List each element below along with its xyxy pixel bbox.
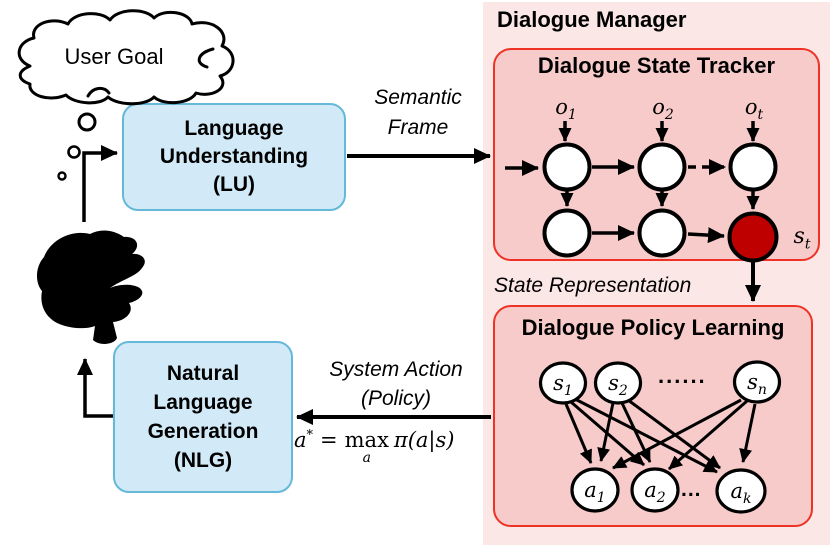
observation-o2-label: o2 (652, 95, 674, 124)
sn-node-label: sn (747, 370, 767, 399)
semantic-frame-line2: Frame (387, 116, 449, 139)
system-action-line2: (Policy) (360, 387, 431, 410)
system-action-line1: System Action (329, 358, 463, 381)
dialogue-state-tracker-title: Dialogue State Tracker (537, 53, 776, 78)
s1-node-label: s1 (553, 371, 573, 400)
lu-line: Language (184, 117, 284, 140)
policy-arrows (564, 397, 757, 474)
a2-node-label: a2 (644, 478, 666, 507)
action-node (715, 468, 767, 514)
state-node (538, 361, 588, 405)
nlg-line: Generation (147, 420, 259, 443)
tracker-node (637, 142, 687, 192)
formula-eq: = (320, 428, 338, 452)
user-goal-label: User Goal (64, 44, 164, 69)
state-representation-label: State Representation (494, 274, 692, 297)
natural-language-generation-box: Natural Language Generation (NLG) (113, 341, 293, 493)
state-node (593, 361, 643, 405)
formula-under: a (362, 450, 371, 466)
tracker-node (542, 208, 592, 258)
formula-op: max (344, 428, 389, 452)
action-node (630, 467, 680, 513)
dialogue-manager-title: Dialogue Manager (497, 7, 687, 32)
formula-sup: * (306, 428, 314, 443)
ak-node-label: ak (730, 479, 752, 508)
nlg-to-user-arrow (77, 358, 113, 418)
language-understanding-box: Language Understanding (LU) (122, 103, 346, 211)
system-action-label: System Action (Policy) (303, 355, 489, 413)
semantic-frame-label: Semantic Frame (348, 83, 488, 143)
nlg-line: Language (153, 391, 253, 414)
s2-node-label: s2 (608, 371, 628, 400)
action-nodes-ellipsis: ... (681, 478, 702, 501)
tracker-node (637, 208, 687, 258)
user-goal-cloud (17, 9, 235, 106)
flow-arrows (77, 145, 761, 425)
state-nodes-ellipsis: ...... (658, 363, 707, 388)
user-head-icon (36, 230, 145, 344)
tracker-node (728, 142, 778, 192)
b2-st-arrow (687, 227, 725, 244)
state-st-label: st (793, 224, 811, 253)
policy-nodes (538, 360, 782, 514)
nlg-line: Natural (166, 362, 240, 385)
dialogue-policy-title: Dialogue Policy Learning (521, 315, 785, 340)
current-state-node (727, 211, 779, 263)
thought-bubbles-icon (57, 112, 97, 181)
tracker-nodes (542, 142, 779, 263)
semantic-frame-line1: Semantic (374, 86, 462, 109)
observation-ot-label: ot (744, 95, 764, 124)
formula-lhs: a (294, 428, 307, 452)
user-to-lu-arrow (82, 145, 118, 222)
observation-o1-label: o1 (555, 95, 577, 124)
lu-line: Understanding (159, 145, 309, 168)
nlg-line: (NLG) (173, 449, 233, 472)
a1-node-label: a1 (584, 478, 606, 507)
formula-rhs: π(a|s) (393, 428, 455, 452)
tracker-node (542, 142, 592, 192)
state-node (732, 360, 782, 404)
action-node (570, 467, 620, 513)
tracker-arrows (505, 121, 760, 244)
lu-line: (LU) (213, 173, 255, 196)
